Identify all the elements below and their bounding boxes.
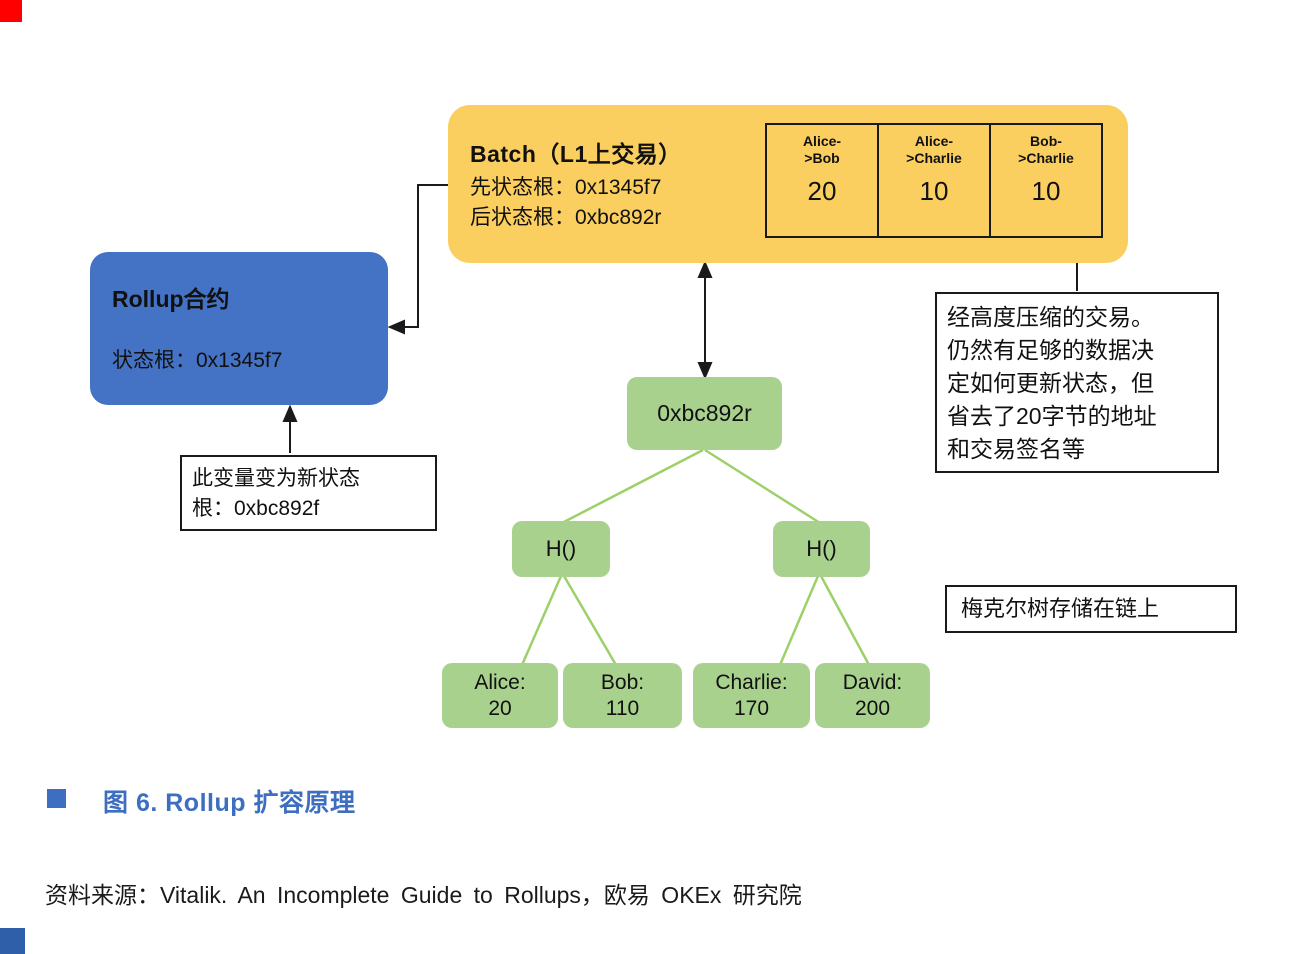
page-corner-mark-blue (0, 928, 25, 954)
merkle-hash-node-left: H() (512, 521, 610, 577)
note-line: 和交易签名等 (947, 436, 1085, 462)
merkle-hash-node-right: H() (773, 521, 870, 577)
rollup-contract-box: Rollup合约 状态根：0x1345f7 (90, 252, 388, 405)
leaf-value: 170 (733, 696, 770, 720)
merkle-leaf-charlie: Charlie: 170 (693, 663, 810, 728)
note-line: 仍然有足够的数据决 (947, 337, 1154, 363)
leaf-value: 200 (854, 696, 891, 720)
transaction-cell: Bob- >Charlie 10 (989, 125, 1101, 236)
batch-post-state-root: 后状态根：0xbc892r (470, 206, 662, 229)
tx-to: >Charlie (906, 150, 962, 166)
note-new-state-root: 此变量变为新状态 根：0xbc892f (180, 455, 437, 531)
transaction-cell: Alice- >Charlie 10 (877, 125, 989, 236)
tx-from: Alice- (914, 133, 954, 149)
arrowhead-note-to-rollup (282, 404, 298, 422)
source-line: 资料来源：Vitalik. An Incomplete Guide to Rol… (45, 882, 802, 908)
note-line: 省去了20字节的地址 (947, 403, 1157, 429)
rollup-state-root: 状态根：0x1345f7 (112, 349, 283, 372)
merkle-leaf-david: David: 200 (815, 663, 930, 728)
merkle-leaf-bob: Bob: 110 (563, 663, 682, 728)
arrow-batch-to-rollup (400, 184, 448, 328)
transaction-parties: Alice- >Bob (803, 133, 841, 167)
rollup-contract-title: Rollup合约 (112, 286, 230, 312)
note-line: 定如何更新状态，但 (947, 370, 1154, 396)
transaction-table: Alice- >Bob 20 Alice- >Charlie 10 Bob- >… (765, 123, 1103, 238)
transaction-parties: Bob- >Charlie (1018, 133, 1074, 167)
tx-to: >Charlie (1018, 150, 1074, 166)
caption-bullet-icon (47, 789, 66, 808)
leaf-name: Alice: (474, 670, 526, 694)
tx-to: >Bob (804, 150, 840, 166)
transaction-amount: 20 (807, 176, 837, 206)
merkle-root-node: 0xbc892r (627, 377, 782, 450)
arrowhead-up (697, 260, 713, 278)
note-line: 此变量变为新状态 (192, 467, 360, 490)
leaf-value: 110 (605, 696, 640, 720)
leaf-name: David: (842, 670, 903, 694)
transaction-amount: 10 (1031, 176, 1061, 206)
tx-from: Alice- (802, 133, 842, 149)
batch-pre-state-root: 先状态根：0x1345f7 (470, 176, 662, 199)
page-corner-mark-red (0, 0, 22, 22)
transaction-cell: Alice- >Bob 20 (767, 125, 877, 236)
arrowhead-batch-to-rollup (387, 319, 405, 335)
leaf-name: Bob: (600, 670, 645, 694)
merkle-leaf-alice: Alice: 20 (442, 663, 558, 728)
transaction-amount: 10 (919, 176, 949, 206)
transaction-parties: Alice- >Charlie (906, 133, 962, 167)
tx-from: Bob- (1030, 133, 1062, 149)
note-merkle-on-chain: 梅克尔树存储在链上 (945, 585, 1237, 633)
leaf-value: 20 (488, 696, 512, 720)
arrowhead-down (697, 362, 713, 380)
note-line: 根：0xbc892f (192, 497, 320, 520)
leaf-name: Charlie: (715, 670, 788, 694)
note-compressed-tx: 经高度压缩的交易。 仍然有足够的数据决 定如何更新状态，但 省去了20字节的地址… (935, 292, 1219, 473)
batch-box: Batch（L1上交易） 先状态根：0x1345f7 后状态根：0xbc892r… (448, 105, 1128, 263)
batch-title: Batch（L1上交易） (470, 141, 682, 167)
figure-caption: 图 6. Rollup 扩容原理 (103, 789, 356, 817)
note-line: 经高度压缩的交易。 (947, 304, 1154, 330)
